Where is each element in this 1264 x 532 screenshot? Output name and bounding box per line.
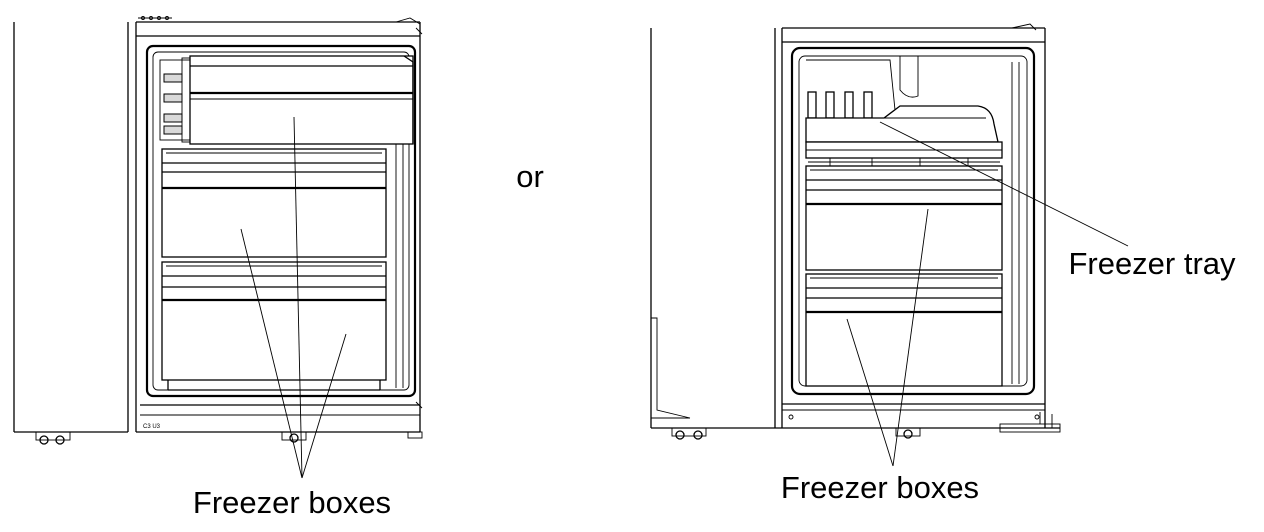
left-inner-liner <box>145 44 417 398</box>
left-cabinet-side <box>13 16 172 433</box>
right-freezer-box-lower <box>805 273 1003 387</box>
left-feet <box>35 431 423 445</box>
right-freezer-tray <box>805 91 1003 166</box>
right-callout-lines <box>846 121 1129 467</box>
left-freezer-box-middle <box>161 148 387 258</box>
freezer-tray-label: Freezer tray <box>1068 246 1236 281</box>
left-freezer-box-bottom <box>161 261 387 391</box>
right-freezer <box>650 23 1061 440</box>
right-freezer-box-upper <box>805 165 1003 271</box>
right-freezer-boxes-label: Freezer boxes <box>781 470 979 505</box>
left-freezer: C3 U3 <box>13 16 423 445</box>
left-freezer-box-top <box>189 55 414 145</box>
left-callout-lines <box>240 116 347 479</box>
right-cabinet-frame <box>782 23 1046 428</box>
svg-text:C3 U3: C3 U3 <box>143 424 161 430</box>
right-cabinet-side <box>650 28 1060 429</box>
or-separator: or <box>516 159 544 194</box>
left-cabinet-frame: C3 U3 <box>136 17 423 433</box>
left-freezer-boxes-label: Freezer boxes <box>193 485 391 520</box>
right-inner-liner <box>790 46 1036 396</box>
right-feet <box>671 412 1061 440</box>
